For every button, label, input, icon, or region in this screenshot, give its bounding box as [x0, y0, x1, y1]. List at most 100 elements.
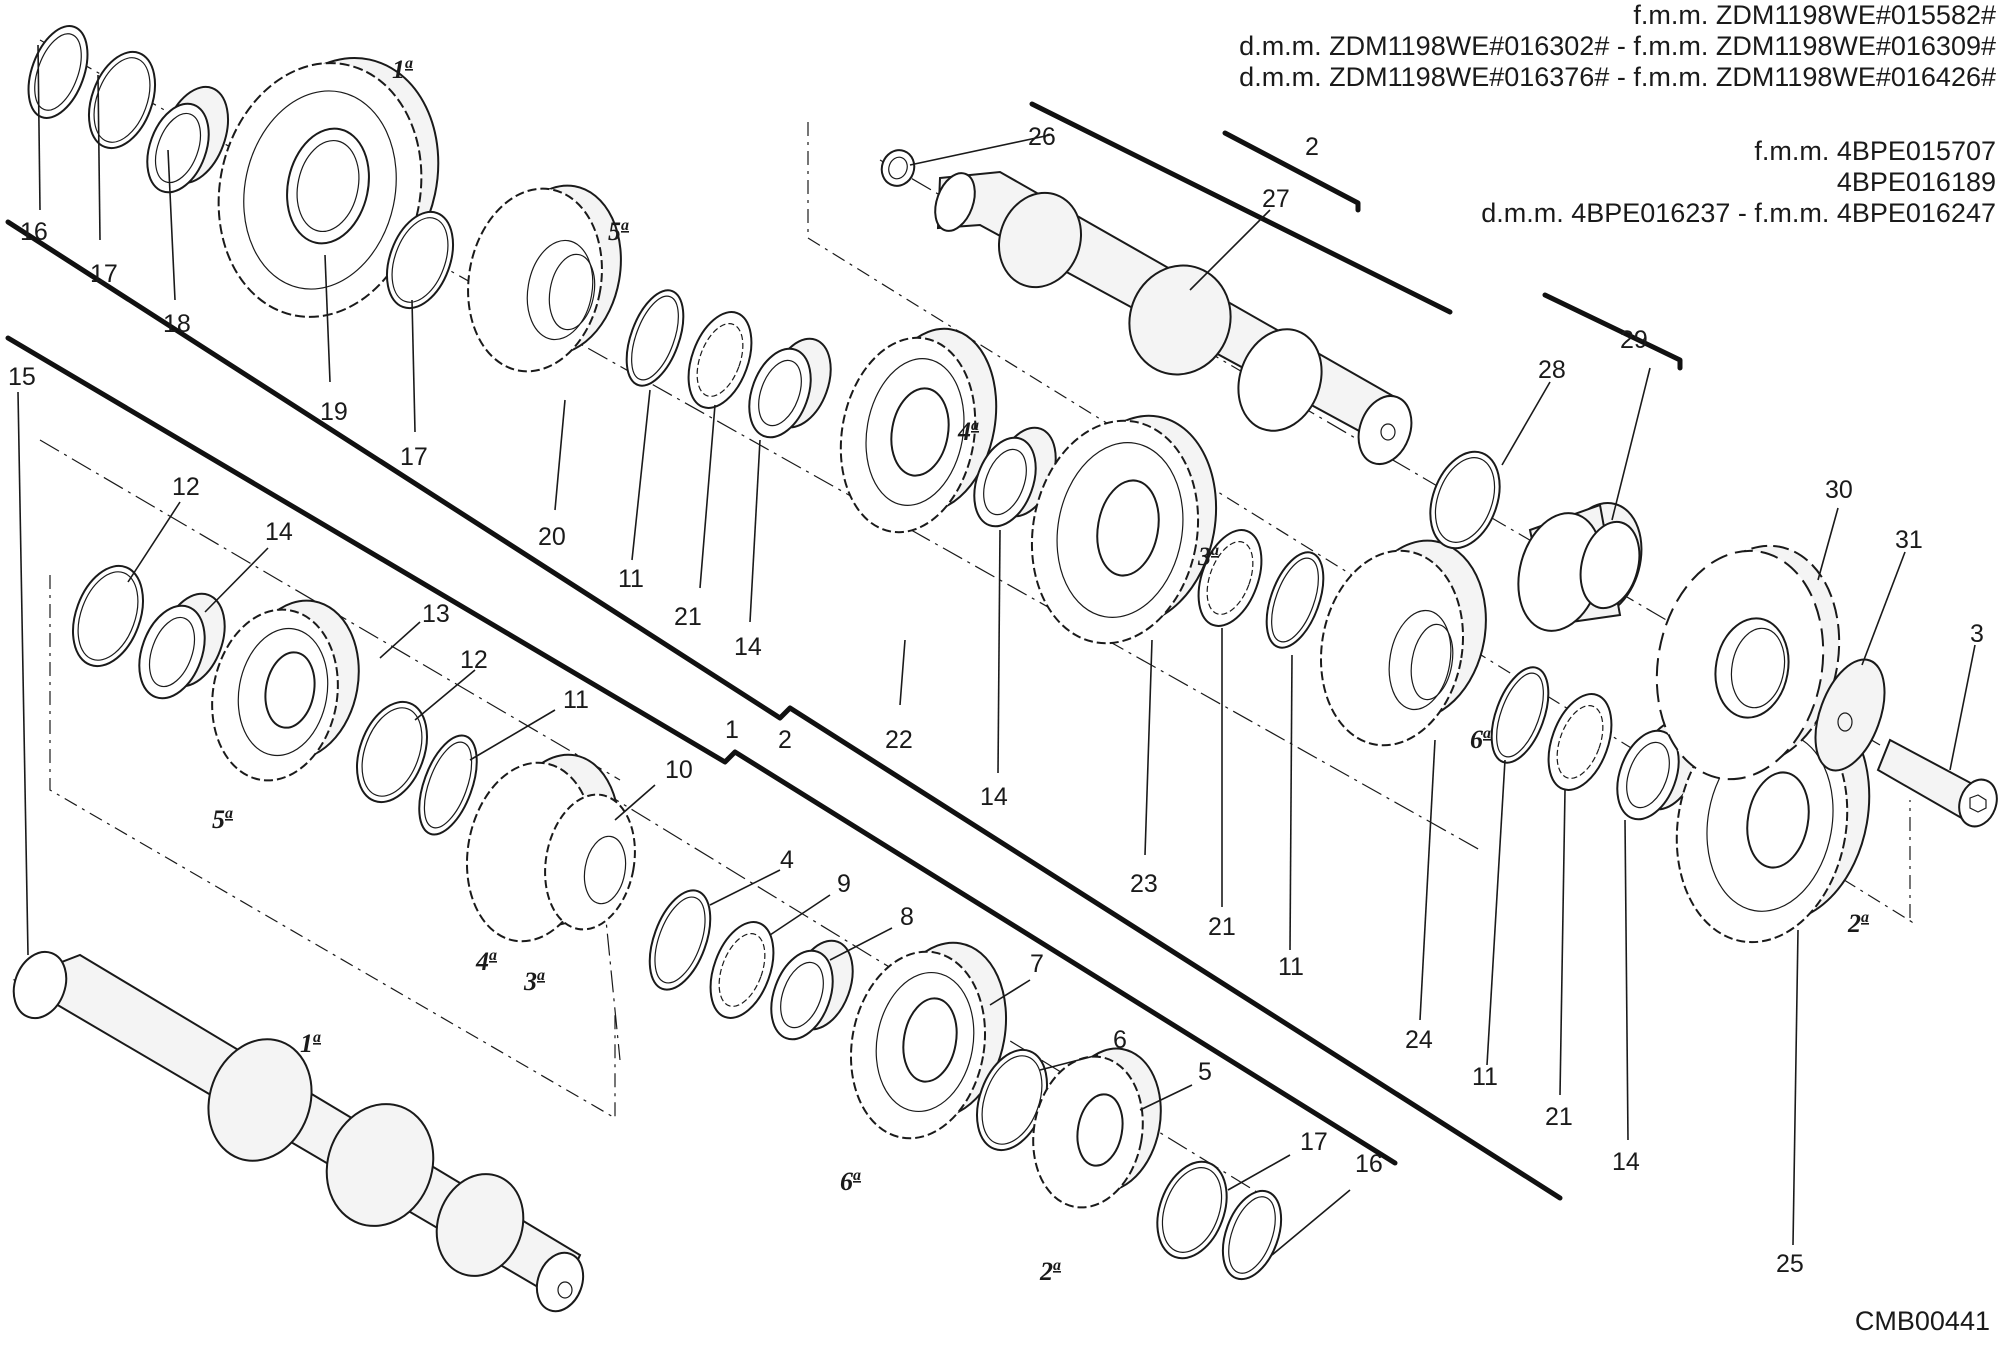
- ring-17-mid: [386, 210, 454, 310]
- needle-bearing-14-d: [138, 592, 226, 700]
- leader-lines: [17, 44, 1976, 1256]
- serial-note-line-4: f.m.m. 4BPE015707: [1754, 136, 1996, 166]
- serial-note-line-3: d.m.m. ZDM1198WE#016376# - f.m.m. ZDM119…: [1239, 62, 1996, 92]
- callout-12-a: 12: [172, 473, 200, 501]
- bracket-lines: [5, 101, 1683, 1201]
- primary-shaft-15: [12, 950, 585, 1313]
- spacer-29: [1517, 502, 1643, 632]
- serial-note-line-5: 4BPE016189: [1836, 167, 1996, 197]
- gear-label-3-top: 3a: [1197, 542, 1219, 571]
- washer-21-right: [1547, 693, 1613, 791]
- gear-label-5-bottom: 5a: [212, 805, 233, 834]
- gear-7-sixth: [849, 941, 1008, 1140]
- washer-21-mid: [1197, 529, 1263, 627]
- snap-ring-16-lower: [1221, 1189, 1283, 1281]
- callout-22: 22: [885, 726, 913, 754]
- callout-2-mid: 2: [778, 726, 792, 754]
- callout-25: 25: [1776, 1250, 1804, 1278]
- snap-ring-11-mid: [1265, 551, 1325, 649]
- callout-17-top: 17: [90, 260, 118, 288]
- washer-31: [1814, 658, 1886, 772]
- callout-15: 15: [8, 363, 36, 391]
- needle-bearing-18: [146, 85, 229, 194]
- callout-2-top: 2: [1305, 133, 1319, 161]
- callout-numbers: 16 17 18 19 17 20 11 21 14 2 22 14 23 21…: [8, 123, 1984, 1278]
- snap-ring-11-top: [625, 289, 685, 387]
- callout-17-lower: 17: [1300, 1128, 1328, 1156]
- serial-note-line-1: f.m.m. ZDM1198WE#015582#: [1633, 0, 1996, 30]
- callout-11-c: 11: [1472, 1063, 1498, 1091]
- gear-22-fourth: [839, 327, 998, 534]
- gear-10-third-fourth: [465, 753, 636, 943]
- callout-21-a: 21: [674, 603, 702, 631]
- callout-16-top: 16: [20, 218, 48, 246]
- callout-13: 13: [422, 600, 450, 628]
- serial-note-line-2: d.m.m. ZDM1198WE#016302# - f.m.m. ZDM119…: [1239, 31, 1996, 61]
- ring-17-lower: [1156, 1160, 1228, 1260]
- seal-26: [880, 149, 916, 187]
- ring-12-left: [72, 564, 144, 668]
- callout-27: 27: [1262, 185, 1290, 213]
- callout-11-d: 11: [563, 686, 589, 714]
- callout-4: 4: [780, 846, 794, 874]
- serial-note-line-6: d.m.m. 4BPE016237 - f.m.m. 4BPE016247: [1481, 198, 1996, 228]
- callout-23: 23: [1130, 870, 1158, 898]
- callout-11-b: 11: [1278, 953, 1304, 981]
- callout-12-b: 12: [460, 646, 488, 674]
- gear-13-fifth: [211, 599, 360, 782]
- callout-9: 9: [837, 870, 851, 898]
- callout-31: 31: [1895, 526, 1923, 554]
- callout-16-lower: 16: [1355, 1150, 1383, 1178]
- snap-ring-11-right: [1490, 666, 1550, 764]
- needle-bearing-8: [770, 939, 854, 1041]
- serial-notes-b: f.m.m. 4BPE015707 4BPE016189 d.m.m. 4BPE…: [1481, 136, 1996, 229]
- callout-1: 1: [725, 716, 739, 744]
- callout-14-c: 14: [1612, 1148, 1640, 1176]
- gear-20-fifth: [467, 184, 622, 373]
- gear-label-5-top: 5a: [608, 217, 629, 246]
- callout-26: 26: [1028, 123, 1056, 151]
- callout-5: 5: [1198, 1058, 1212, 1086]
- callout-6: 6: [1113, 1026, 1127, 1054]
- callout-7: 7: [1030, 950, 1044, 978]
- gear-label-6-bottom: 6a: [840, 1167, 861, 1196]
- drawing-code: CMB00441: [1854, 1306, 1990, 1336]
- gear-label-4-bottom: 4a: [475, 947, 497, 976]
- callout-19: 19: [320, 398, 348, 426]
- callout-17-mid: 17: [400, 443, 428, 471]
- washer-21-top: [687, 311, 753, 409]
- gear-label-2-bottom: 2a: [1039, 1257, 1061, 1286]
- callout-29: 29: [1620, 326, 1648, 354]
- gear-label-3-bottom: 3a: [523, 967, 545, 996]
- needle-bearing-14-a: [748, 337, 832, 439]
- callout-14-a: 14: [734, 633, 762, 661]
- snap-ring-16: [27, 25, 89, 119]
- serial-notes-a: f.m.m. ZDM1198WE#015582# d.m.m. ZDM1198W…: [1239, 0, 1996, 93]
- callout-14-d: 14: [265, 518, 293, 546]
- washer-9: [709, 921, 775, 1019]
- output-shaft-27: [934, 170, 1413, 465]
- gear-label-4-top: 4a: [957, 417, 979, 446]
- gear-5-second: [1032, 1047, 1162, 1209]
- callout-21-c: 21: [1545, 1103, 1573, 1131]
- callout-21-b: 21: [1208, 913, 1236, 941]
- gear-19-first: [217, 57, 440, 318]
- callout-24: 24: [1405, 1026, 1433, 1054]
- callout-30: 30: [1825, 476, 1853, 504]
- gear-label-1-top: 1a: [392, 55, 413, 84]
- callout-10: 10: [665, 756, 693, 784]
- callout-8: 8: [900, 903, 914, 931]
- callout-14-b: 14: [980, 783, 1008, 811]
- bolt-3: [1876, 738, 1998, 828]
- snap-ring-4: [648, 889, 712, 991]
- callout-28: 28: [1538, 356, 1566, 384]
- gear-ordinal-labels: 1a 5a 4a 3a 6a 2a 5a 4a 3a 1a 6a 2a: [212, 55, 1869, 1286]
- gear-24-sixth: [1319, 539, 1487, 747]
- callout-18: 18: [163, 310, 191, 338]
- callout-11-a: 11: [618, 565, 644, 593]
- gear-label-2-top: 2a: [1847, 909, 1869, 938]
- callout-3: 3: [1970, 620, 1984, 648]
- ring-12-mid: [356, 700, 428, 804]
- ring-28: [1429, 450, 1501, 550]
